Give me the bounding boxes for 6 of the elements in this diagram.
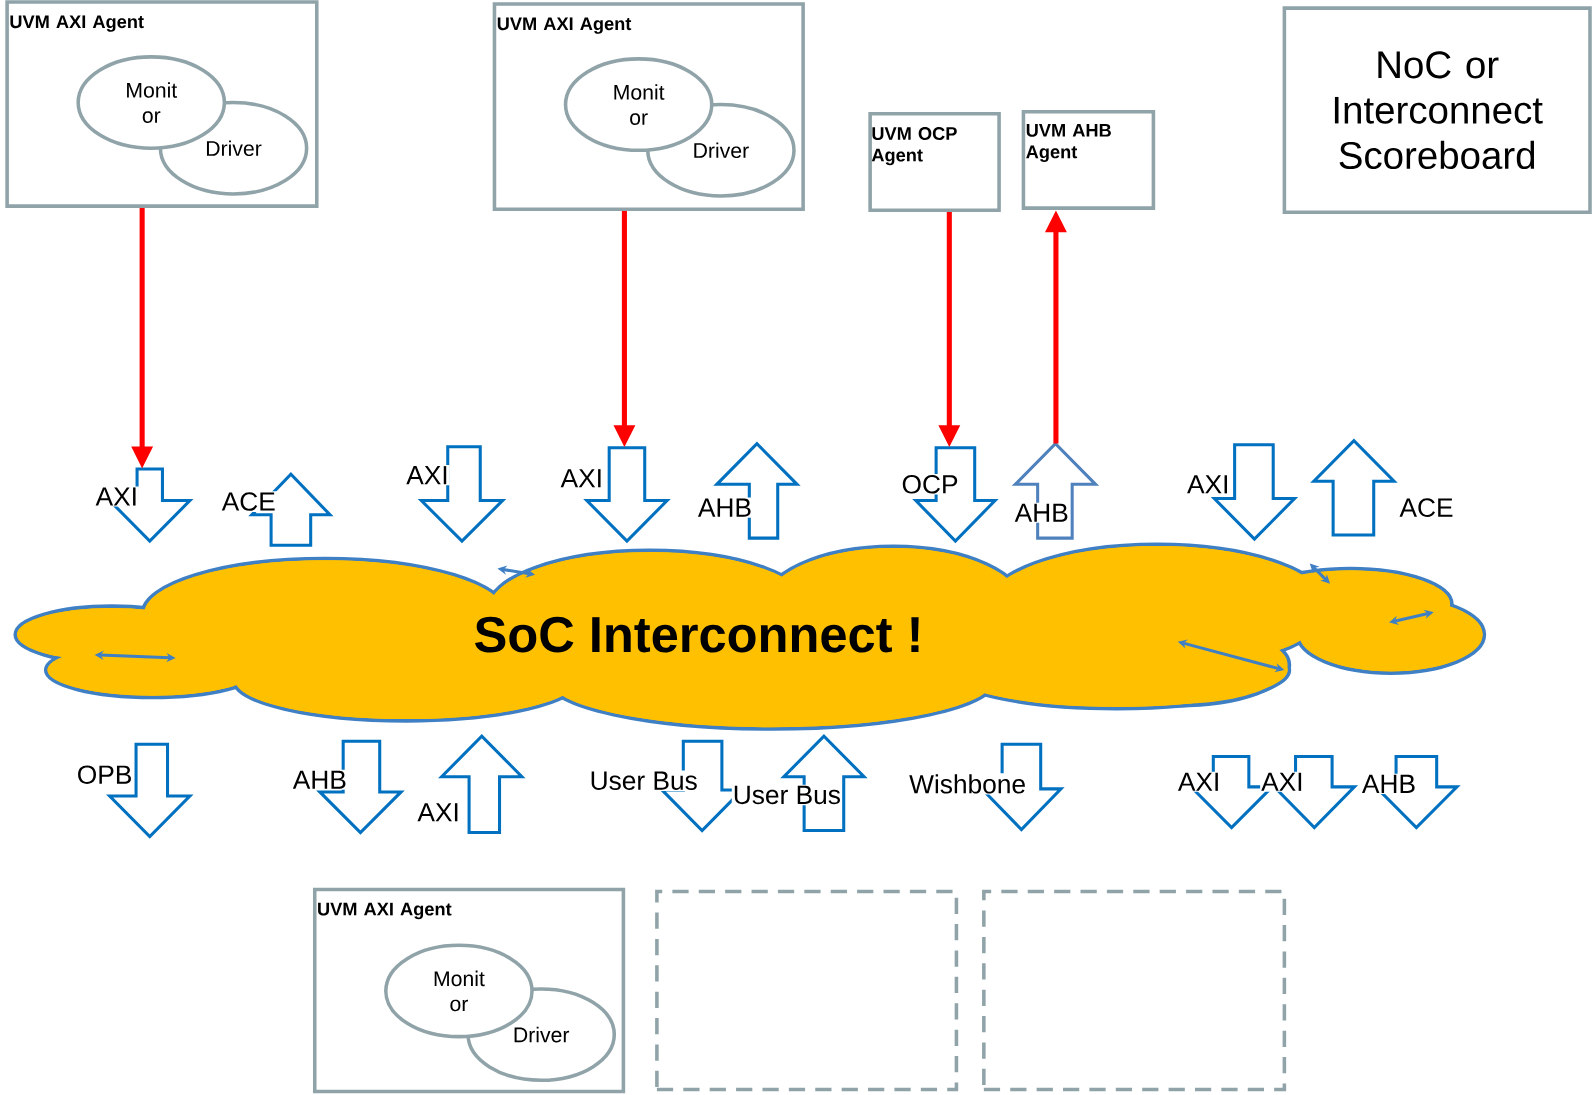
dashed-box bbox=[982, 889, 1287, 1092]
cloud: SoC Interconnect ! bbox=[13, 542, 1487, 731]
agent-box: UVM OCP Agent bbox=[868, 111, 1001, 212]
dashed-box bbox=[655, 889, 959, 1092]
scoreboard-box: NoC or Interconnect Scoreboard bbox=[1282, 6, 1592, 214]
agent-box: UVM AHB Agent bbox=[1021, 109, 1156, 210]
